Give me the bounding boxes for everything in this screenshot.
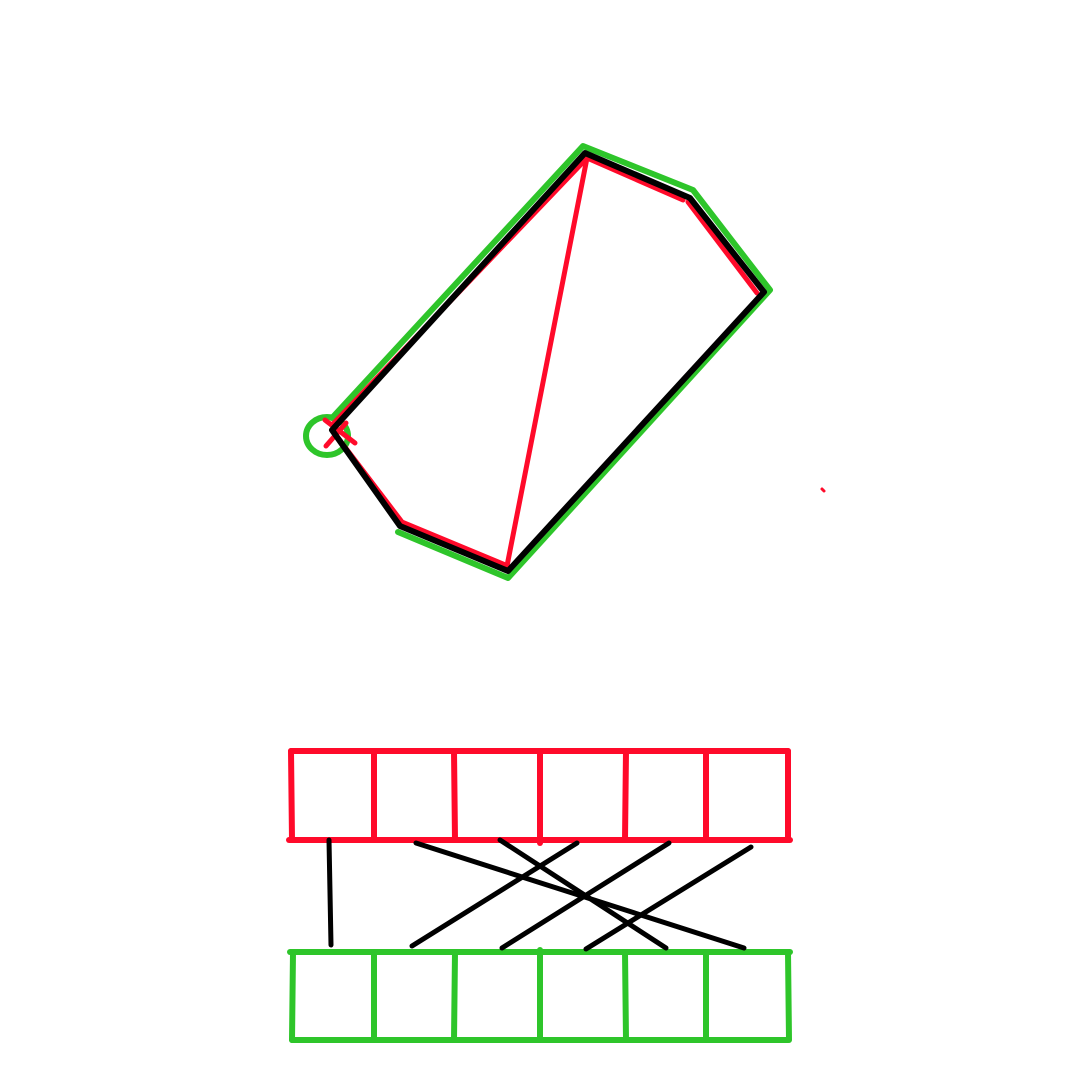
red-array-divider: [288, 748, 295, 843]
connectors: [326, 837, 754, 952]
connector-line: [413, 840, 747, 951]
green-array: [287, 947, 793, 1043]
connector-line: [409, 840, 580, 949]
red-array-divider: [622, 748, 629, 843]
green-outline: [329, 143, 773, 581]
connector-line: [326, 837, 334, 948]
red-dot: [820, 487, 826, 493]
black-outline: [329, 150, 767, 574]
green-array-divider: [289, 949, 296, 1043]
red-outline-lower: [329, 427, 511, 569]
green-array-divider: [451, 949, 458, 1043]
green-array-divider: [622, 949, 629, 1043]
red-outline: [329, 155, 686, 428]
connector-line: [583, 844, 754, 952]
red-outline-right: [685, 199, 760, 296]
connector-line: [499, 840, 672, 951]
green-array-divider: [785, 949, 792, 1043]
top-polygon: [303, 143, 826, 581]
red-array-divider: [451, 748, 458, 843]
red-array: [286, 748, 793, 846]
red-diagonal: [504, 155, 590, 569]
connector-line: [497, 837, 669, 951]
